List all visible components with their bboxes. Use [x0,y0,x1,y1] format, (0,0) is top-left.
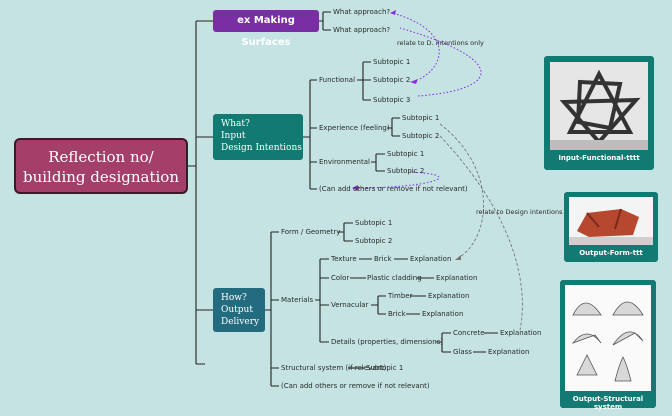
approach-question-1[interactable]: What approach? [333,8,391,16]
central-topic[interactable]: Reflection no/ building designation [14,138,188,194]
form-image [569,197,653,245]
form-geometry-topic[interactable]: Form / Geometry [281,228,341,236]
details-topic[interactable]: Details (properties, dimensions) [331,338,444,346]
card-output-form[interactable]: Output-Form-ttt [564,192,658,262]
what-add-others-note[interactable]: (Can add others or remove if not relevan… [319,185,468,193]
building-form-icon [569,197,653,245]
functional-subtopic-1[interactable]: Subtopic 1 [373,58,411,66]
texture-brick[interactable]: Brick [374,255,392,263]
what-line-2: Input [221,131,246,141]
form-subtopic-1[interactable]: Subtopic 1 [355,219,393,227]
card-structural-caption: Output-Structural system [572,395,644,411]
what-line-1: What? [221,119,250,129]
structural-system-topic[interactable]: Structural system (if relevant) [281,364,387,372]
approach-question-2[interactable]: What approach? [333,26,391,34]
central-topic-line-2: building designation [23,168,179,186]
what-input-topic[interactable]: What? Input Design Intentions [213,114,303,160]
experience-subtopic-2[interactable]: Subtopic 2 [402,132,440,140]
what-line-3: Design Intentions [221,143,302,153]
card-form-caption: Output-Form-ttt [579,249,643,257]
how-line-1: How? [221,293,247,303]
relationship-note-design-intentions: relate to Design intentions [476,208,563,216]
color-plastic-cladding[interactable]: Plastic cladding [367,274,422,282]
relationship-note-intentions: relate to D. intentions only [397,39,484,47]
central-topic-line-1: Reflection no/ [48,148,154,166]
environmental-topic[interactable]: Environmental [319,158,370,166]
card-functional-caption: Input-Functional-tttt [558,154,640,162]
form-subtopic-2[interactable]: Subtopic 2 [355,237,393,245]
environmental-subtopic-2[interactable]: Subtopic 2 [387,167,425,175]
details-concrete[interactable]: Concrete [453,329,485,337]
how-line-3: Delivery [221,317,260,327]
color-explanation[interactable]: Explanation [436,274,478,282]
lattice-sculpture-icon [550,62,648,150]
how-add-others-note[interactable]: (Can add others or remove if not relevan… [281,382,430,390]
functional-topic[interactable]: Functional [319,76,356,84]
timber-explanation[interactable]: Explanation [428,292,470,300]
texture-topic[interactable]: Texture [331,255,357,263]
details-glass[interactable]: Glass [453,348,472,356]
vernacular-brick[interactable]: Brick [388,310,406,318]
structural-subtopic-1[interactable]: Subtopic 1 [366,364,404,372]
functional-subtopic-3[interactable]: Subtopic 3 [373,96,411,104]
glass-explanation[interactable]: Explanation [488,348,530,356]
experience-subtopic-1[interactable]: Subtopic 1 [402,114,440,122]
vernacular-topic[interactable]: Vernacular [331,301,369,309]
brick-explanation[interactable]: Explanation [422,310,464,318]
how-line-2: Output [221,305,253,315]
texture-explanation[interactable]: Explanation [410,255,452,263]
how-output-topic[interactable]: How? Output Delivery [213,288,265,332]
color-topic[interactable]: Color [331,274,350,282]
functional-subtopic-2[interactable]: Subtopic 2 [373,76,411,84]
experience-topic[interactable]: Experience (feeling) [319,124,390,132]
structural-image [565,285,651,391]
card-input-functional[interactable]: Input-Functional-tttt [544,56,654,170]
concrete-explanation[interactable]: Explanation [500,329,542,337]
making-surfaces-topic[interactable]: ex Making Surfaces [213,10,319,48]
structural-shells-icon [565,285,651,391]
materials-topic[interactable]: Materials [281,296,314,304]
environmental-subtopic-1[interactable]: Subtopic 1 [387,150,425,158]
card-output-structural[interactable]: Output-Structural system [560,280,656,411]
functional-image [550,62,648,150]
vernacular-timber[interactable]: Timber [388,292,413,300]
